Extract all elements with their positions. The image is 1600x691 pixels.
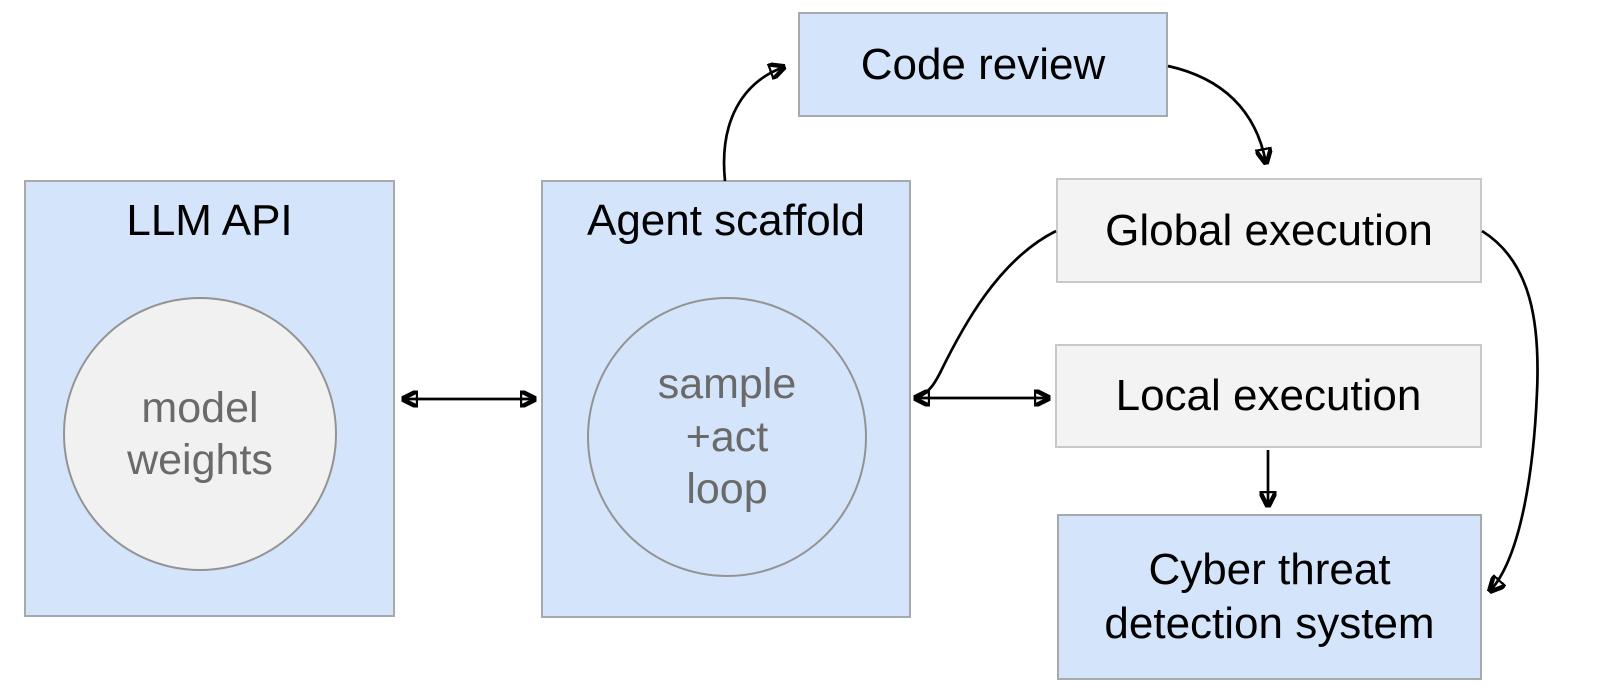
llm-api-label: LLM API bbox=[126, 196, 293, 245]
model-weights-label: model weights bbox=[127, 383, 273, 484]
local-execution-label: Local execution bbox=[1115, 371, 1422, 421]
node-model-weights-circle: model weights bbox=[63, 297, 337, 571]
cyber-threat-label: Cyber threat detection system bbox=[1104, 545, 1435, 648]
global-execution-label: Global execution bbox=[1105, 205, 1433, 255]
edge-global-to-agent-curve bbox=[920, 229, 1057, 398]
agent-scaffold-label: Agent scaffold bbox=[586, 196, 866, 245]
code-review-label: Code review bbox=[860, 39, 1106, 89]
sample-act-loop-label: sample +act loop bbox=[657, 360, 797, 514]
node-code-review: Code review bbox=[798, 12, 1168, 117]
node-cyber-threat-detection-system: Cyber threat detection system bbox=[1057, 514, 1482, 680]
node-local-execution: Local execution bbox=[1055, 344, 1482, 448]
node-sample-act-loop-circle: sample +act loop bbox=[587, 297, 867, 577]
edge-code-review-to-global-arrow bbox=[1167, 64, 1266, 163]
edge-agent-to-code-review-arrow bbox=[722, 67, 784, 182]
node-global-execution: Global execution bbox=[1056, 178, 1482, 283]
edge-global-to-cyber-curve-arrow bbox=[1481, 229, 1539, 591]
